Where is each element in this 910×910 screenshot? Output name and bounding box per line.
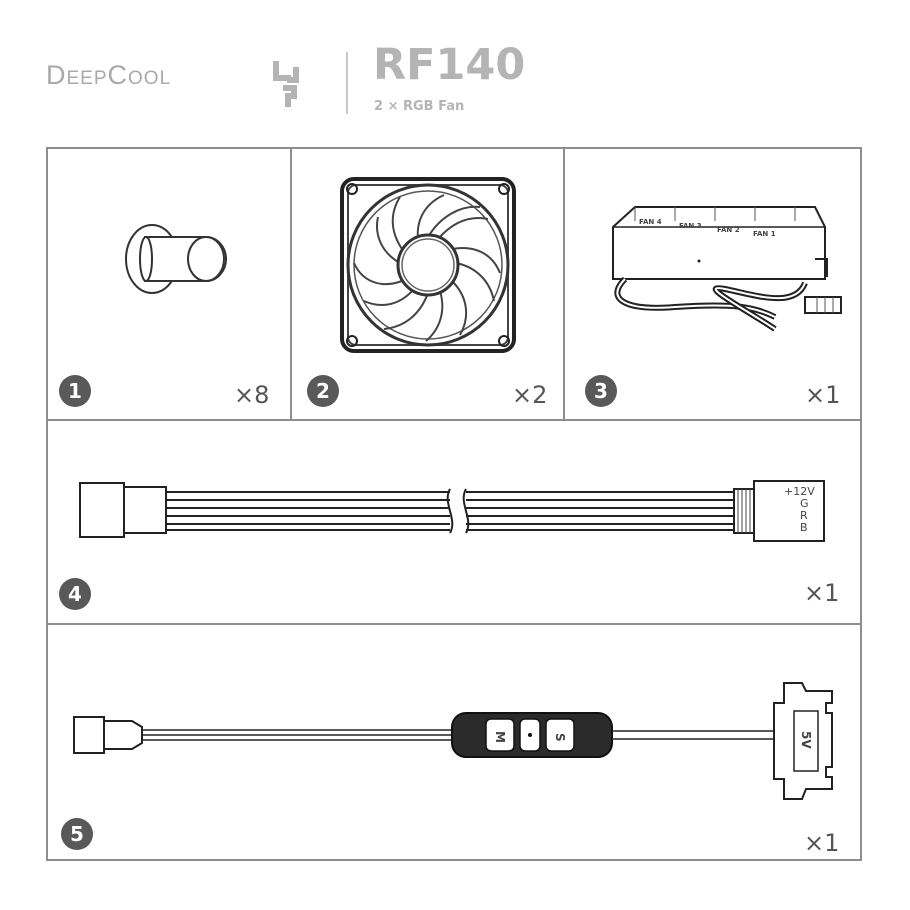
model-subtitle: 2 × RGB Fan	[374, 99, 464, 114]
speed-button-label: S	[553, 733, 567, 742]
fan-hub-icon: FAN 4 FAN 3 FAN 2 FAN 1	[605, 199, 845, 349]
item-number-badge: 4	[59, 578, 91, 610]
item-quantity: ×1	[805, 381, 840, 409]
item-quantity: ×2	[512, 381, 547, 409]
item-quantity: ×8	[234, 381, 269, 409]
item-cell-3: FAN 4 FAN 3 FAN 2 FAN 1 3 ×1	[565, 147, 862, 421]
item-number-badge: 5	[61, 818, 93, 850]
item-cell-5: M S 5V 5 ×1	[46, 625, 862, 861]
brand-logo-text: DeepCool	[46, 60, 171, 91]
hub-port-label: FAN 2	[717, 226, 740, 234]
item-number-badge: 3	[585, 375, 617, 407]
header: DeepCool RF140 2 × RGB Fan	[0, 0, 910, 140]
model-title: RF140	[373, 40, 525, 90]
hub-port-label: FAN 3	[679, 222, 702, 230]
header-divider	[346, 52, 348, 114]
item-number-badge: 2	[307, 375, 339, 407]
rubber-mount-icon	[122, 219, 242, 299]
rgb-controller-cable-icon: M S 5V	[72, 677, 842, 807]
pin-label-b: B	[800, 521, 808, 534]
hub-port-label: FAN 1	[753, 230, 776, 238]
hub-port-label: FAN 4	[639, 218, 662, 226]
item-cell-2: 2 ×2	[292, 147, 563, 421]
brand-mark-icon	[267, 55, 311, 111]
item-quantity: ×1	[804, 579, 839, 607]
voltage-label: 5V	[799, 731, 813, 749]
fan-icon	[340, 177, 516, 353]
item-cell-1: 1 ×8	[46, 147, 292, 421]
item-number-badge: 1	[59, 375, 91, 407]
rgb-cable-icon: +12V G R B	[78, 475, 830, 547]
item-cell-4: +12V G R B 4 ×1	[46, 421, 862, 623]
item-quantity: ×1	[804, 829, 839, 857]
mode-button-label: M	[493, 731, 507, 743]
